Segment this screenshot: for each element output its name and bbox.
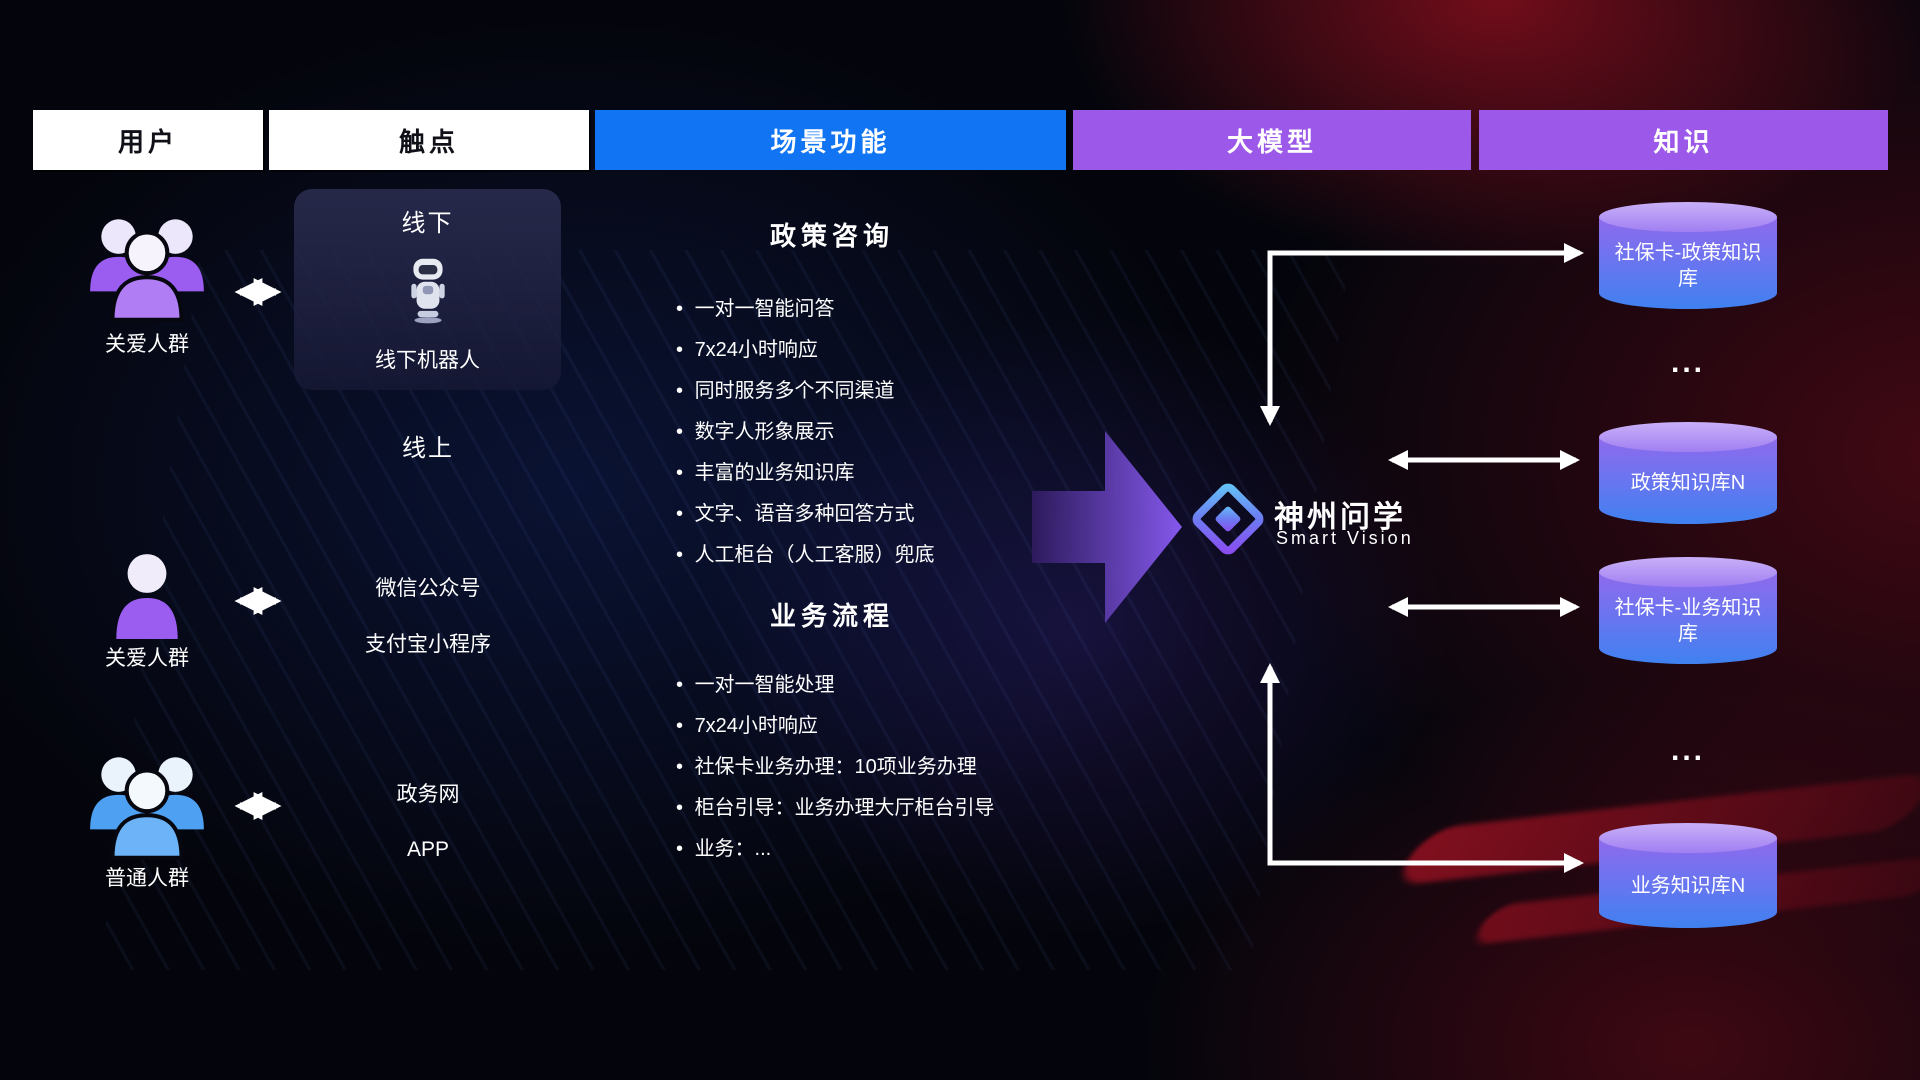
db-label-business-n: 业务知识库N (1630, 874, 1746, 897)
offline-touchpoint-card: 线下 线下机器人 (294, 189, 561, 390)
list-item: 数字人形象展示 (676, 415, 935, 444)
db-label-policy-n: 政策知识库N (1630, 472, 1746, 494)
scenario-title-business: 业务流程 (769, 601, 895, 631)
list-item: 同时服务多个不同渠道 (676, 374, 935, 403)
list-item: 人工柜台（人工客服）兜底 (676, 538, 935, 567)
channel-wechat: 微信公众号 (375, 577, 481, 600)
header-users: 用户 (33, 110, 263, 170)
robot-icon (403, 254, 453, 329)
database-icon: 业务知识库N (1599, 823, 1777, 928)
database-icon: 社保卡-政策知识库 (1599, 202, 1777, 309)
database-top (1599, 202, 1777, 232)
database-top (1599, 557, 1777, 587)
scenario-business-list: 一对一智能处理 7x24小时响应 社保卡业务办理：10项业务办理 柜台引导：业务… (676, 668, 995, 873)
list-item: 7x24小时响应 (676, 333, 935, 362)
database-body (1599, 838, 1777, 928)
list-item: 丰富的业务知识库 (676, 456, 935, 485)
list-item: 一对一智能问答 (676, 292, 935, 321)
header-scenarios: 场景功能 (595, 110, 1066, 170)
group-icon (82, 210, 212, 327)
person-icon (110, 551, 184, 646)
db-label-business-ssc: 社保卡-业务知识库 (1614, 596, 1762, 645)
channel-gov-web: 政务网 (396, 783, 460, 806)
list-item: 柜台引导：业务办理大厅柜台引导 (676, 791, 995, 820)
model-name: 神州问学 (1274, 501, 1406, 534)
user-label-general-group: 普通人群 (105, 867, 189, 890)
list-item: 文字、语音多种回答方式 (676, 497, 935, 526)
user-label-care-group-2: 关爱人群 (105, 647, 189, 670)
diamond-logo-icon (1191, 482, 1265, 561)
list-item: 7x24小时响应 (676, 709, 995, 738)
ellipsis: ... (1670, 346, 1706, 379)
list-item: 社保卡业务办理：10项业务办理 (676, 750, 995, 779)
ellipsis: ... (1670, 734, 1706, 767)
group-icon (82, 748, 212, 865)
database-top (1599, 823, 1777, 853)
user-label-care-group-1: 关爱人群 (105, 333, 189, 356)
database-body (1599, 572, 1777, 664)
database-body (1599, 217, 1777, 309)
model-subtitle: Smart Vision (1276, 528, 1414, 548)
db-label-policy-ssc: 社保卡-政策知识库 (1614, 241, 1762, 290)
scenario-title-policy: 政策咨询 (769, 221, 895, 251)
channel-alipay: 支付宝小程序 (365, 633, 491, 656)
header-touchpoints: 触点 (269, 110, 589, 170)
header-model: 大模型 (1073, 110, 1471, 170)
offline-robot-label: 线下机器人 (375, 349, 480, 372)
database-icon: 政策知识库N (1599, 422, 1777, 524)
header-knowledge: 知识 (1479, 110, 1888, 170)
channel-app: APP (406, 838, 450, 861)
list-item: 一对一智能处理 (676, 668, 995, 697)
database-top (1599, 422, 1777, 452)
arrow-model-db1 (1260, 243, 1584, 426)
offline-title: 线下 (401, 210, 454, 237)
scenario-policy-list: 一对一智能问答 7x24小时响应 同时服务多个不同渠道 数字人形象展示 丰富的业… (676, 292, 935, 579)
list-item: 业务：... (676, 832, 995, 861)
database-icon: 社保卡-业务知识库 (1599, 557, 1777, 664)
online-title: 线上 (402, 435, 454, 462)
big-flow-arrow (1032, 431, 1182, 623)
